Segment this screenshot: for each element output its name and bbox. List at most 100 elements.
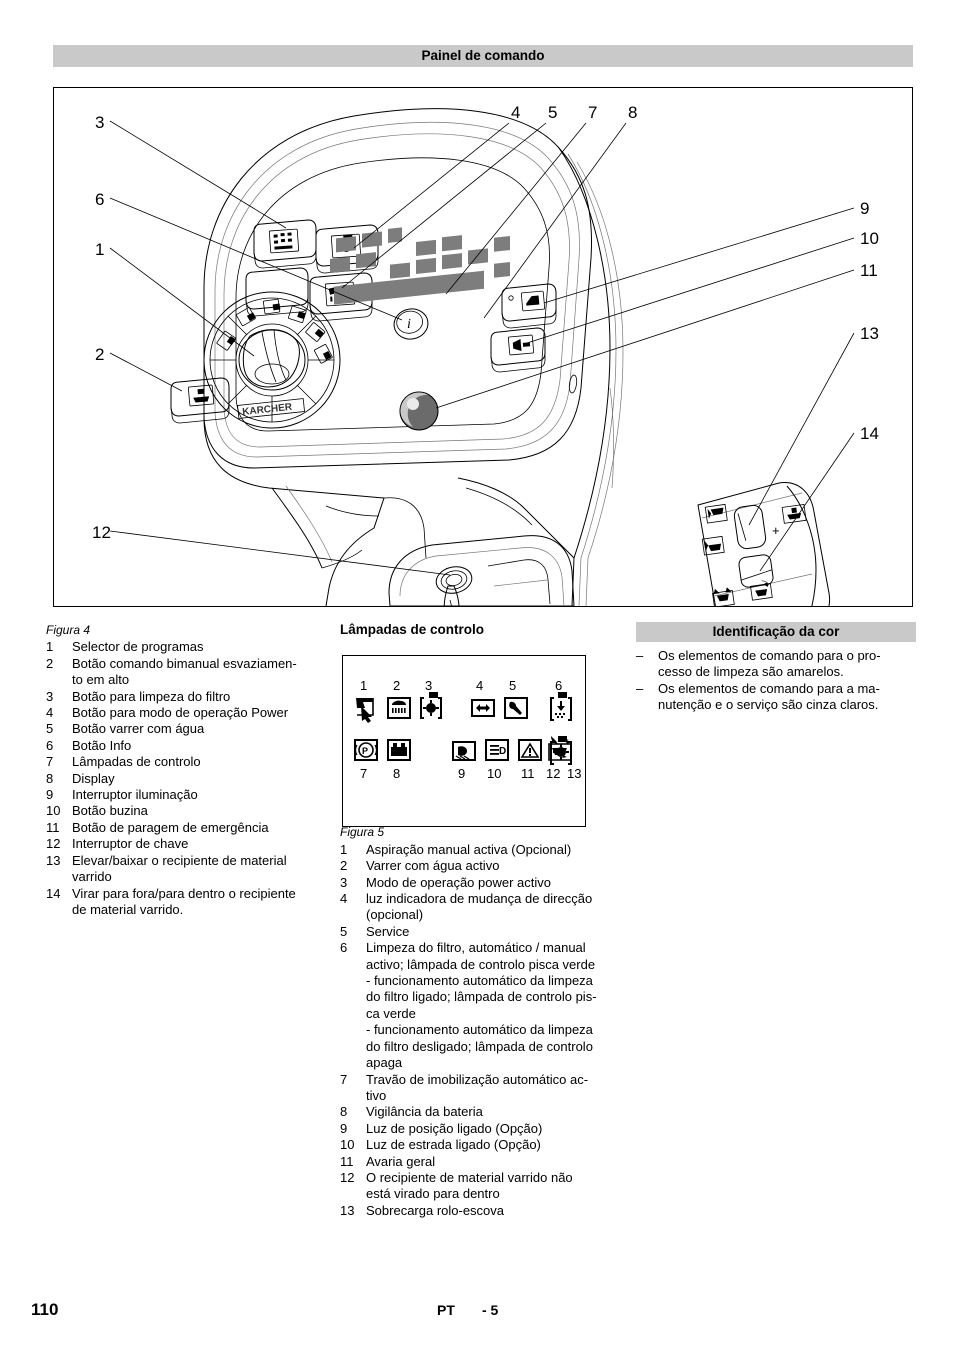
callout-11: 11 [860, 261, 878, 280]
callout-1: 1 [95, 240, 104, 259]
item-text: Botão comando bimanual esvaziamen- [72, 655, 297, 671]
dash-marker: – [636, 680, 644, 696]
item-number: 7 [340, 1071, 348, 1087]
lamp-number-12: 12 [546, 766, 560, 781]
hopper-pictograms: + [701, 503, 807, 606]
item-text-cont: - funcionamento automático da limpeza [366, 973, 593, 989]
item-text: O recipiente de material varrido não [366, 1169, 573, 1185]
item-text: Interruptor iluminação [72, 787, 198, 803]
color-identification-column: Identificação da cor – Os elementos de c… [636, 622, 916, 714]
item-number: 2 [340, 858, 348, 874]
list-item: 5 Botão varrer com água [46, 721, 336, 737]
item-text-cont: nutenção e o serviço são cinza claros. [658, 697, 879, 713]
item-text: Elevar/baixar o recipiente de material [72, 852, 287, 868]
item-number: 10 [340, 1137, 355, 1153]
color-identification-list: – Os elementos de comando para o pro- ce… [636, 648, 916, 714]
item-number: 1 [46, 639, 54, 655]
control-lamps-heading: Lâmpadas de controlo [340, 622, 485, 637]
lamp-number-1: 1 [360, 678, 367, 693]
button-filter-cleaning [253, 219, 317, 269]
item-text: Luz de posição ligado (Opção) [366, 1120, 543, 1136]
rocker-raise-lower-hopper [733, 504, 767, 550]
position-light-icon [452, 741, 476, 761]
item-number: 12 [340, 1169, 355, 1185]
lamp-number-2: 2 [393, 678, 400, 693]
button-bimanual-high-dump [170, 377, 230, 424]
callout-10: 10 [860, 229, 879, 248]
item-text: Service [366, 923, 410, 939]
figure-5-lamp-diagram: 1 2 3 4 5 6 [342, 655, 586, 827]
item-number: 9 [340, 1120, 348, 1136]
callout-5: 5 [548, 103, 557, 122]
svg-text:D: D [499, 746, 506, 757]
svg-text:+: + [772, 523, 780, 538]
lamp-number-7: 7 [360, 766, 367, 781]
item-text: Botão de paragem de emergência [72, 819, 269, 835]
callout-8: 8 [628, 103, 637, 122]
program-selector-dial: KARCHER [203, 291, 341, 429]
battery-icon [387, 739, 411, 761]
button-horn [490, 327, 546, 373]
item-text: Avaria geral [366, 1153, 436, 1169]
item-text: Interruptor de chave [72, 836, 189, 852]
item-number: 1 [340, 841, 348, 857]
callout-13: 13 [860, 324, 879, 343]
item-text: Botão varrer com água [72, 721, 205, 737]
callout-4: 4 [511, 103, 520, 122]
lamp-number-8: 8 [393, 766, 400, 781]
item-number: 5 [340, 923, 348, 939]
item-text-cont: cesso de limpeza são amarelos. [658, 664, 844, 680]
item-text: Selector de programas [72, 639, 204, 655]
lamp-icons-top [356, 692, 572, 723]
page-number: 110 [31, 1300, 59, 1319]
lamp-number-3: 3 [425, 678, 432, 693]
item-text: Botão buzina [72, 803, 148, 819]
emergency-stop-button [399, 391, 439, 431]
figure-5-caption: Figura 5 [340, 825, 385, 840]
item-text: Display [72, 770, 115, 786]
color-identification-heading: Identificação da cor [636, 622, 916, 642]
item-text-cont: do filtro desligado; lâmpada de controlo [366, 1038, 593, 1054]
turn-indicator-icon [471, 699, 495, 717]
lamp-number-11: 11 [521, 766, 535, 781]
item-text-cont: ca verde [366, 1005, 416, 1021]
console-right-pillar [558, 147, 624, 606]
item-number: 4 [46, 705, 54, 721]
button-light-switch [501, 283, 557, 329]
item-number: 2 [46, 655, 54, 671]
item-number: 8 [46, 770, 54, 786]
item-text: Virar para fora/para dentro o recipiente [72, 885, 296, 901]
item-number: 3 [340, 874, 348, 890]
callout-2: 2 [95, 345, 104, 364]
callout-3: 3 [95, 113, 104, 132]
key-switch [435, 566, 473, 606]
callout-6: 6 [95, 190, 104, 209]
manual-suction-icon [356, 698, 374, 723]
road-light-icon: D [485, 739, 509, 761]
item-text: Sobrecarga rolo-escova [366, 1202, 505, 1218]
list-item: 9 Luz de posição ligado (Opção) [340, 1121, 632, 1137]
item-text: Travão de imobilização automático ac- [366, 1071, 589, 1087]
item-number: 3 [46, 688, 54, 704]
svg-text:i: i [407, 317, 411, 332]
item-number: 4 [340, 891, 348, 907]
sweep-with-water-icon [387, 697, 411, 719]
list-item: – Os elementos de comando para o pro- ce… [636, 648, 916, 681]
selector-knob [238, 329, 306, 391]
item-number: 5 [46, 721, 54, 737]
item-number: 9 [46, 787, 54, 803]
lamp-number-13: 13 [567, 766, 581, 781]
